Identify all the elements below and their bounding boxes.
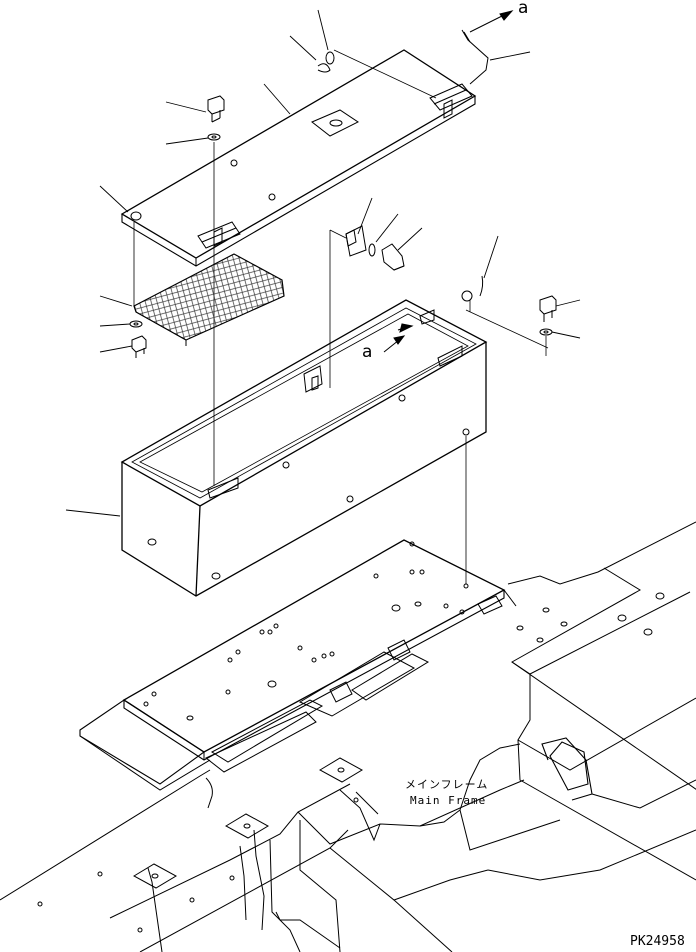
bracket-bolt: [382, 244, 404, 270]
box-hole: [283, 462, 289, 468]
right-bolt: [540, 296, 556, 322]
lid-hole: [131, 212, 141, 220]
main-frame-en-label: Main Frame: [410, 794, 487, 807]
lid-hole: [231, 160, 237, 166]
cover-lid: [122, 50, 475, 266]
bracket-washer: [369, 244, 375, 256]
plate-tab: [330, 682, 352, 702]
box-hole: [212, 573, 220, 579]
lid-washer: [208, 134, 220, 140]
right-washer-2: [540, 329, 552, 335]
lid-latch-plate: [312, 110, 358, 136]
frame-pad: [226, 814, 268, 838]
frame-pad: [320, 758, 362, 782]
plate-tab: [388, 640, 410, 660]
arrow-a-top: [470, 11, 512, 32]
stay-rod: [462, 30, 488, 84]
leader-lines: [66, 10, 580, 516]
right-washer: [462, 291, 472, 301]
box-hinge: [208, 478, 238, 498]
mesh-bolt: [132, 336, 146, 358]
mesh-washer: [130, 321, 142, 327]
drawing-code: PK24958: [630, 934, 685, 949]
box-hinge: [304, 366, 322, 392]
frame-pad: [134, 864, 176, 888]
lock-bracket: [346, 226, 366, 256]
arrow-a-top-label: a: [518, 0, 529, 18]
box-hole: [399, 395, 405, 401]
mesh-screen: [134, 254, 284, 346]
plate-tab: [478, 596, 502, 614]
lid-bolt: [208, 96, 224, 122]
main-frame-jp-label: メインフレーム: [405, 778, 489, 791]
main-frame: [0, 522, 696, 952]
lid-hinge-right: [430, 84, 472, 118]
right-pin: [480, 276, 483, 296]
tool-box: [122, 300, 486, 596]
plate-holes: [144, 542, 468, 720]
box-hole: [347, 496, 353, 502]
box-hole: [148, 539, 156, 545]
lid-clip: [318, 52, 334, 72]
box-hole: [463, 429, 469, 435]
arrow-a-mid-label: a: [362, 342, 373, 362]
mounting-plate: [80, 540, 516, 808]
arrow-a-mid: [384, 324, 412, 352]
box-hinge: [438, 346, 462, 366]
lid-hole: [269, 194, 275, 200]
